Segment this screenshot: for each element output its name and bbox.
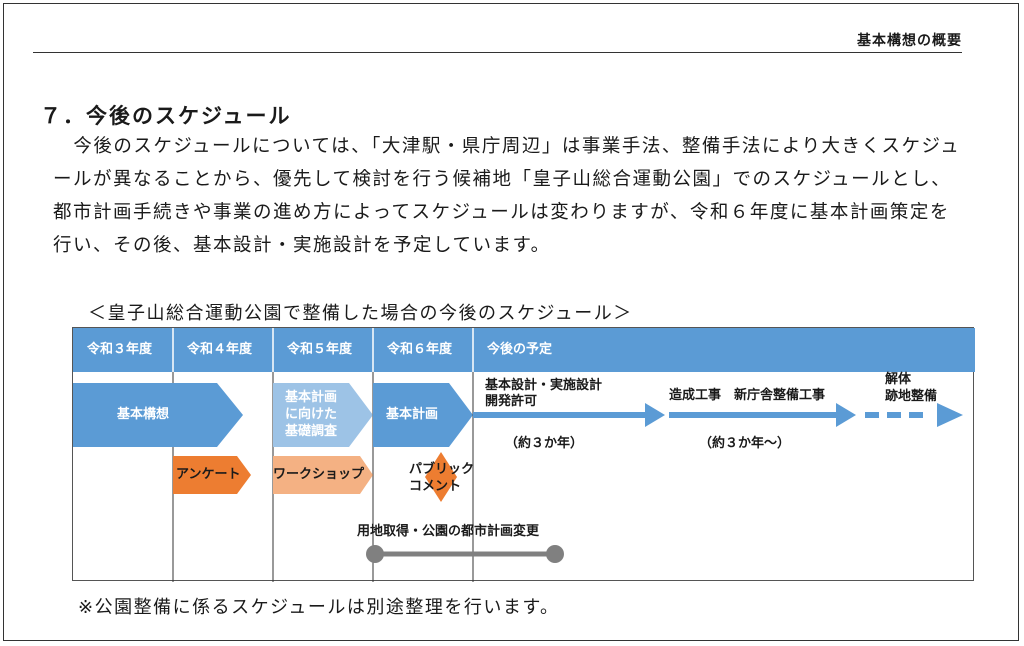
design-label-1: 基本設計・実施設計 <box>485 378 603 393</box>
public-comment-label-2: コメント <box>409 479 462 494</box>
demolition-label-1: 解体 <box>885 372 912 387</box>
design-line <box>473 412 648 418</box>
header-title: 基本構想の概要 <box>857 33 962 49</box>
page-frame <box>3 3 1019 641</box>
schedule-graphics <box>73 328 975 582</box>
column-header-r3: 令和３年度 <box>87 342 153 357</box>
public-comment-diamond <box>425 452 457 502</box>
construction-period-label: （約３か年～） <box>699 436 791 451</box>
design-label-2: 開発許可 <box>485 394 538 409</box>
column-header-r6: 令和６年度 <box>387 342 453 357</box>
demolition-label-2: 跡地整備 <box>885 389 938 404</box>
basic-study-label-3: 基礎調査 <box>285 424 338 439</box>
demolition-dash-3 <box>909 412 923 418</box>
design-period-label: （約３か年） <box>505 436 584 451</box>
demolition-arrowhead <box>937 403 963 427</box>
kihon-koso-arrow <box>73 383 243 447</box>
column-header-future: 今後の予定 <box>487 342 553 357</box>
workshop-label: ワークショップ <box>273 467 365 482</box>
section-title: ７．今後のスケジュール <box>40 104 292 128</box>
demolition-dash-1 <box>865 412 879 418</box>
header-rule <box>33 52 962 53</box>
section-paragraph: 今後のスケジュールについては、「大津駅・県庁周辺」は事業手法、整備手法により大き… <box>53 136 961 256</box>
construction-arrowhead <box>836 403 856 427</box>
header-bar <box>73 328 975 372</box>
construction-label: 造成工事 新庁舎整備工事 <box>669 388 826 403</box>
footer-note: ※公園整備に係るスケジュールは別途整理を行います。 <box>78 597 560 618</box>
survey-arrow <box>173 456 251 494</box>
design-arrowhead <box>645 403 665 427</box>
schedule-title: ＜皇子山総合運動公園で整備した場合の今後のスケジュール＞ <box>88 303 633 324</box>
basic-study-label-2: に向けた <box>285 407 338 422</box>
kihon-keikaku-arrow <box>373 383 473 447</box>
land-acquisition-end <box>546 545 564 563</box>
land-acquisition-label: 用地取得・公園の都市計画変更 <box>357 524 540 539</box>
basic-study-arrow <box>273 383 373 447</box>
column-header-r5: 令和５年度 <box>287 342 353 357</box>
public-comment-label-1: パブリック <box>409 462 475 477</box>
demolition-dash-2 <box>887 412 901 418</box>
column-header-r4: 令和４年度 <box>187 342 253 357</box>
schedule-chart: 令和３年度 令和４年度 令和５年度 令和６年度 今後の予定 基本構想 基本計画 … <box>72 327 975 582</box>
survey-label: アンケート <box>176 467 241 482</box>
kihon-koso-label: 基本構想 <box>117 407 170 422</box>
construction-line <box>669 412 839 418</box>
land-acquisition-start <box>366 545 384 563</box>
kihon-keikaku-label: 基本計画 <box>386 407 439 422</box>
workshop-arrow <box>273 456 373 494</box>
basic-study-label-1: 基本計画 <box>285 390 338 405</box>
